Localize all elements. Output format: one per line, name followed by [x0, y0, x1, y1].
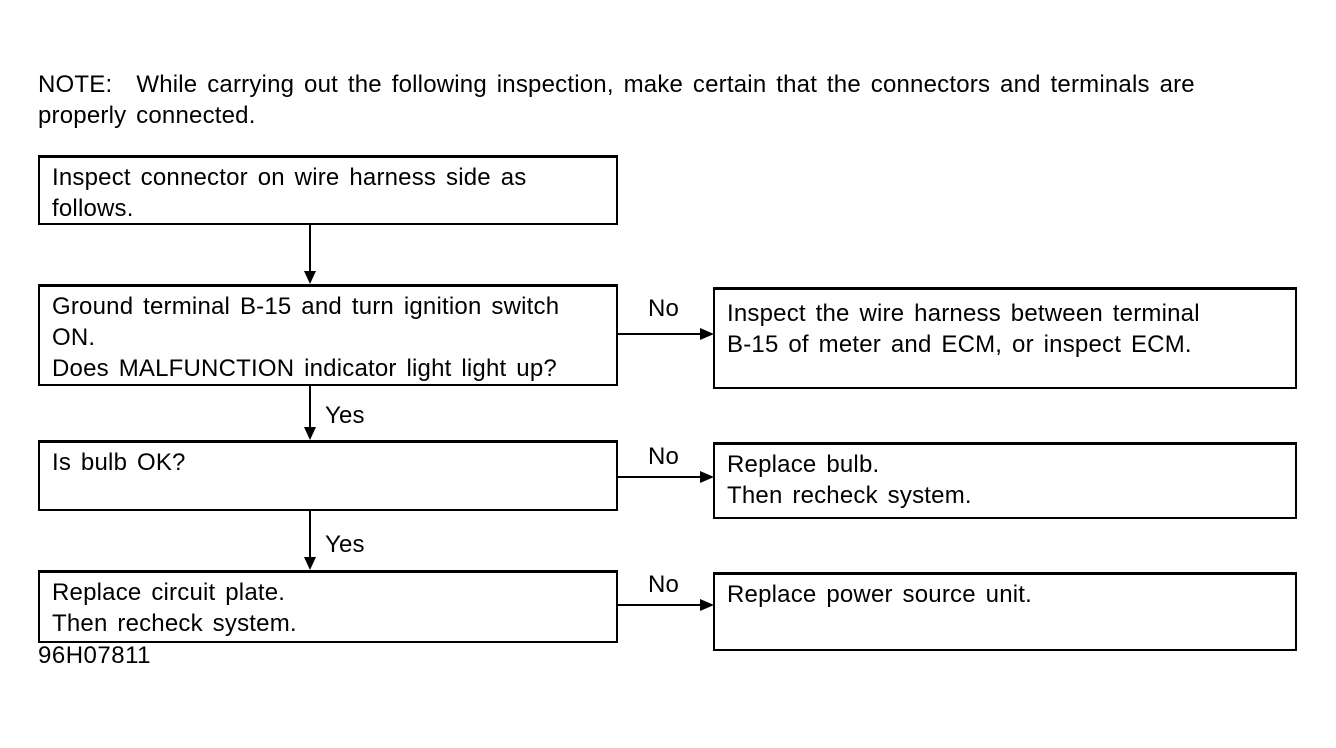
yes-label: Yes — [325, 402, 365, 429]
flow-box-replace-power-source: Replace power source unit. — [713, 572, 1297, 651]
arrow-down-icon — [304, 427, 316, 440]
connector-line-vertical — [309, 511, 311, 559]
flow-box-replace-bulb: Replace bulb. Then recheck system. — [713, 442, 1297, 519]
note-label: NOTE: — [38, 71, 113, 98]
box-line: ON. — [52, 324, 96, 351]
box-line: Ground terminal B-15 and turn ignition s… — [52, 293, 560, 320]
no-label: No — [648, 571, 680, 598]
connector-line-horizontal — [618, 476, 702, 478]
arrow-down-icon — [304, 557, 316, 570]
box-line: Then recheck system. — [52, 610, 297, 637]
flow-box-inspect-connector: Inspect connector on wire harness side a… — [38, 155, 618, 225]
arrow-right-icon — [700, 599, 714, 611]
arrow-right-icon — [700, 328, 714, 340]
box-line: Then recheck system. — [727, 482, 972, 509]
arrow-down-icon — [304, 271, 316, 284]
flow-box-ground-terminal: Ground terminal B-15 and turn ignition s… — [38, 284, 618, 386]
box-line: Replace bulb. — [727, 451, 880, 478]
note-text: While carrying out the following inspect… — [136, 71, 1195, 98]
box-line: Does MALFUNCTION indicator light light u… — [52, 355, 557, 382]
connector-line-vertical — [309, 386, 311, 430]
box-line: Inspect the wire harness between termina… — [727, 300, 1200, 327]
flow-box-replace-circuit-plate: Replace circuit plate. Then recheck syst… — [38, 570, 618, 643]
note-line-1: NOTE: While carrying out the following in… — [38, 69, 1195, 100]
connector-line-horizontal — [618, 333, 702, 335]
box-line: Inspect connector on wire harness side a… — [52, 164, 527, 191]
box-line: Is bulb OK? — [52, 449, 186, 476]
figure-id: 96H07811 — [38, 642, 151, 669]
note-line-2: properly connected. — [38, 102, 256, 129]
flow-box-inspect-harness: Inspect the wire harness between termina… — [713, 287, 1297, 389]
connector-line-horizontal — [618, 604, 702, 606]
note-paragraph: NOTE: While carrying out the following in… — [38, 69, 1195, 131]
box-line: B-15 of meter and ECM, or inspect ECM. — [727, 331, 1192, 358]
yes-label: Yes — [325, 531, 365, 558]
no-label: No — [648, 443, 680, 470]
no-label: No — [648, 295, 680, 322]
box-line: follows. — [52, 195, 134, 222]
arrow-right-icon — [700, 471, 714, 483]
flow-box-is-bulb-ok: Is bulb OK? — [38, 440, 618, 511]
box-line: Replace circuit plate. — [52, 579, 286, 606]
connector-line-vertical — [309, 225, 311, 275]
box-line: Replace power source unit. — [727, 581, 1033, 608]
